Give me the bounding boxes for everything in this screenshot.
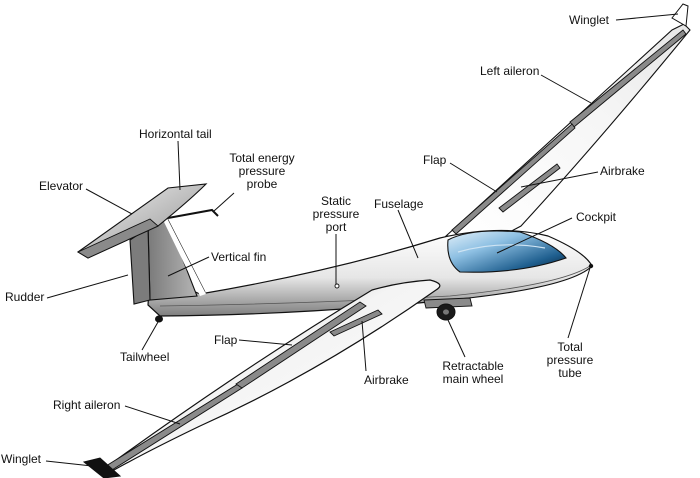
label-retractable-main-wheel: Retractable main wheel <box>433 360 513 386</box>
label-airbrake-right: Airbrake <box>364 374 409 387</box>
label-elevator: Elevator <box>39 180 83 193</box>
total-pressure-tube-shape <box>589 264 593 268</box>
left-aileron-surface <box>570 30 686 127</box>
right-aileron-surface <box>106 384 242 470</box>
label-winglet-left: Winglet <box>569 14 609 27</box>
label-cockpit: Cockpit <box>576 211 616 224</box>
main-wheel-shape <box>424 298 472 320</box>
label-vertical-fin: Vertical fin <box>211 251 266 264</box>
tailwheel-shape <box>155 316 163 323</box>
label-fuselage: Fuselage <box>374 198 423 211</box>
label-static-pressure-port: Static pressure port <box>304 195 368 234</box>
label-tailwheel: Tailwheel <box>120 351 169 364</box>
left-winglet-shape <box>672 4 688 26</box>
label-horizontal-tail: Horizontal tail <box>139 128 212 141</box>
rudder-shape <box>130 228 150 304</box>
label-left-aileron: Left aileron <box>480 65 539 78</box>
static-pressure-port-shape <box>335 284 339 288</box>
label-airbrake-left: Airbrake <box>600 165 645 178</box>
label-total-energy-probe: Total energy pressure probe <box>222 152 302 191</box>
label-rudder: Rudder <box>5 291 44 304</box>
label-right-aileron: Right aileron <box>53 399 120 412</box>
label-winglet-right: Winglet <box>1 453 41 466</box>
left-wing <box>446 4 690 236</box>
label-flap-right: Flap <box>214 334 237 347</box>
label-total-pressure-tube: Total pressure tube <box>545 341 595 380</box>
label-flap-left: Flap <box>423 154 446 167</box>
